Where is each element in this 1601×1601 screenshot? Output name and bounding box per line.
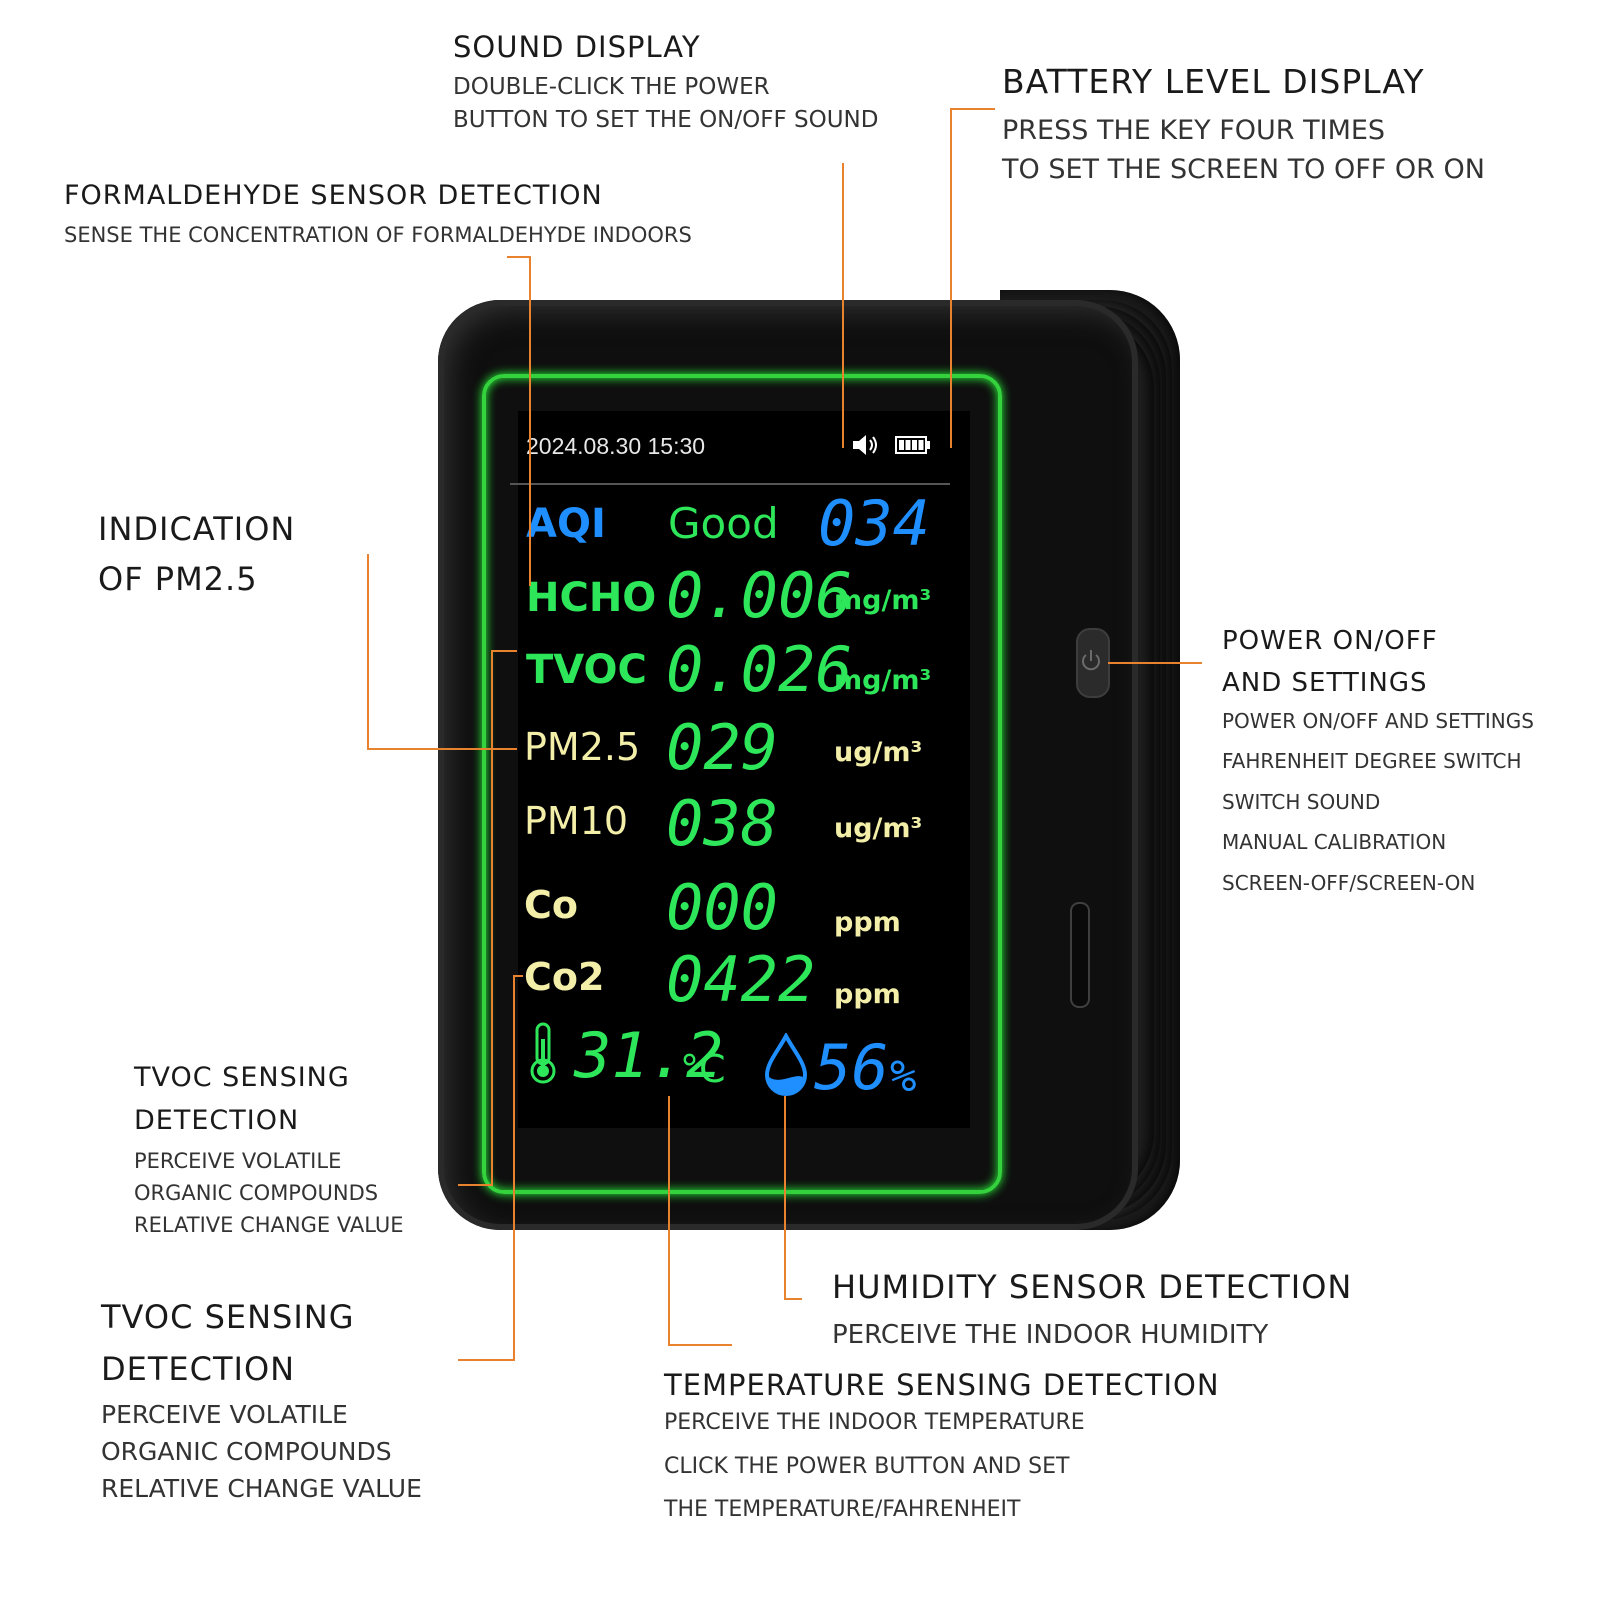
temperature-line-2: CLICK THE POWER BUTTON AND SET (664, 1454, 1070, 1479)
battery-icon (895, 436, 930, 454)
leader-line (950, 108, 995, 110)
tvoc-upper-title-line-1: TVOC SENSING (134, 1062, 350, 1093)
pm25-title-line-1: INDICATION (98, 510, 296, 548)
formaldehyde-line-1: SENSE THE CONCENTRATION OF FORMALDEHYDE … (64, 223, 692, 247)
leader-line (458, 1359, 515, 1361)
leader-line (493, 650, 517, 652)
temperature-value: 31.2 (574, 1019, 724, 1092)
leader-line (668, 1096, 670, 1346)
power-line-5: SCREEN-OFF/SCREEN-ON (1222, 871, 1476, 895)
leader-line (784, 1298, 802, 1300)
pm25-value: 029 (666, 711, 778, 784)
pm25-label: PM2.5 (524, 725, 641, 769)
leader-line (529, 256, 531, 586)
aqi-status: Good (668, 499, 779, 548)
co2-unit: ppm (834, 979, 901, 1010)
leader-line (513, 975, 515, 1361)
sound-display-line-2: BUTTON TO SET THE ON/OFF SOUND (453, 107, 879, 133)
humidity-unit: % (890, 1051, 917, 1102)
pm10-value: 038 (666, 787, 778, 860)
formaldehyde-title: FORMALDEHYDE SENSOR DETECTION (64, 180, 603, 211)
power-title-line-1: POWER ON/OFF (1222, 626, 1438, 656)
water-drop-icon (764, 1033, 808, 1096)
tvoc-upper-line-1: PERCEIVE VOLATILE (134, 1149, 342, 1173)
aqi-value: 034 (818, 487, 930, 560)
temperature-title: TEMPERATURE SENSING DETECTION (664, 1368, 1220, 1402)
co2-value: 0422 (666, 943, 816, 1016)
hcho-label: HCHO (526, 575, 657, 621)
tvoc-lower-title-line-2: DETECTION (101, 1350, 296, 1388)
tvoc-unit: mg/m³ (834, 665, 932, 696)
power-button[interactable] (1076, 628, 1110, 698)
co2-label: Co2 (524, 955, 605, 999)
hcho-unit: mg/m³ (834, 585, 932, 616)
tvoc-upper-title-line-2: DETECTION (134, 1105, 300, 1136)
leader-line (950, 108, 952, 448)
speaker-icon (853, 435, 877, 455)
tvoc-value: 0.026 (666, 633, 853, 706)
sound-display-title: SOUND DISPLAY (453, 30, 701, 64)
tvoc-upper-line-2: ORGANIC COMPOUNDS (134, 1181, 379, 1205)
temperature-line-3: THE TEMPERATURE/FAHRENHEIT (664, 1497, 1021, 1522)
leader-line (513, 975, 523, 977)
co-value: 000 (666, 871, 778, 944)
humidity-line-1: PERCEIVE THE INDOOR HUMIDITY (832, 1320, 1269, 1350)
humidity-value: 56 (814, 1031, 889, 1104)
leader-line (507, 256, 531, 258)
leader-line (367, 748, 517, 750)
power-line-4: MANUAL CALIBRATION (1222, 830, 1447, 854)
leader-line (491, 650, 493, 1186)
battery-display-line-2: TO SET THE SCREEN TO OFF OR ON (1002, 154, 1485, 185)
tvoc-lower-line-1: PERCEIVE VOLATILE (101, 1400, 348, 1429)
hcho-value: 0.006 (666, 559, 853, 632)
pm10-label: PM10 (524, 799, 629, 843)
temperature-unit: °C (680, 1047, 726, 1091)
battery-display-line-1: PRESS THE KEY FOUR TIMES (1002, 115, 1386, 146)
usb-c-port-icon (1070, 902, 1090, 1008)
power-icon (1082, 650, 1100, 671)
leader-line (458, 1184, 493, 1186)
sound-display-line-1: DOUBLE-CLICK THE POWER (453, 74, 770, 100)
humidity-title: HUMIDITY SENSOR DETECTION (832, 1268, 1353, 1306)
pm25-unit: ug/m³ (834, 737, 923, 768)
lcd-screen: 2024.08.30 15:30 AQI Good 034 HCHO 0.006… (510, 411, 970, 1128)
co-label: Co (524, 883, 578, 927)
aqi-label: AQI (526, 501, 606, 547)
power-line-1: POWER ON/OFF AND SETTINGS (1222, 709, 1534, 733)
power-line-2: FAHRENHEIT DEGREE SWITCH (1222, 749, 1522, 773)
status-divider (510, 483, 950, 485)
power-title-line-2: AND SETTINGS (1222, 668, 1428, 698)
power-line-3: SWITCH SOUND (1222, 790, 1381, 814)
thermometer-icon (530, 1022, 556, 1084)
tvoc-lower-line-3: RELATIVE CHANGE VALUE (101, 1474, 422, 1503)
temperature-line-1: PERCEIVE THE INDOOR TEMPERATURE (664, 1410, 1085, 1435)
leader-line (842, 163, 844, 448)
leader-line (367, 554, 369, 750)
battery-display-title: BATTERY LEVEL DISPLAY (1002, 62, 1425, 101)
tvoc-label: TVOC (526, 647, 647, 693)
co-unit: ppm (834, 907, 901, 938)
tvoc-upper-line-3: RELATIVE CHANGE VALUE (134, 1213, 404, 1237)
leader-line (1108, 662, 1202, 664)
pm10-unit: ug/m³ (834, 813, 923, 844)
leader-line (784, 1096, 786, 1300)
screen-bezel-glow (482, 374, 1002, 1194)
leader-line (668, 1344, 732, 1346)
tvoc-lower-title-line-1: TVOC SENSING (101, 1298, 355, 1336)
tvoc-lower-line-2: ORGANIC COMPOUNDS (101, 1437, 392, 1466)
pm25-title-line-2: OF PM2.5 (98, 560, 258, 598)
date-time: 2024.08.30 15:30 (526, 433, 706, 459)
